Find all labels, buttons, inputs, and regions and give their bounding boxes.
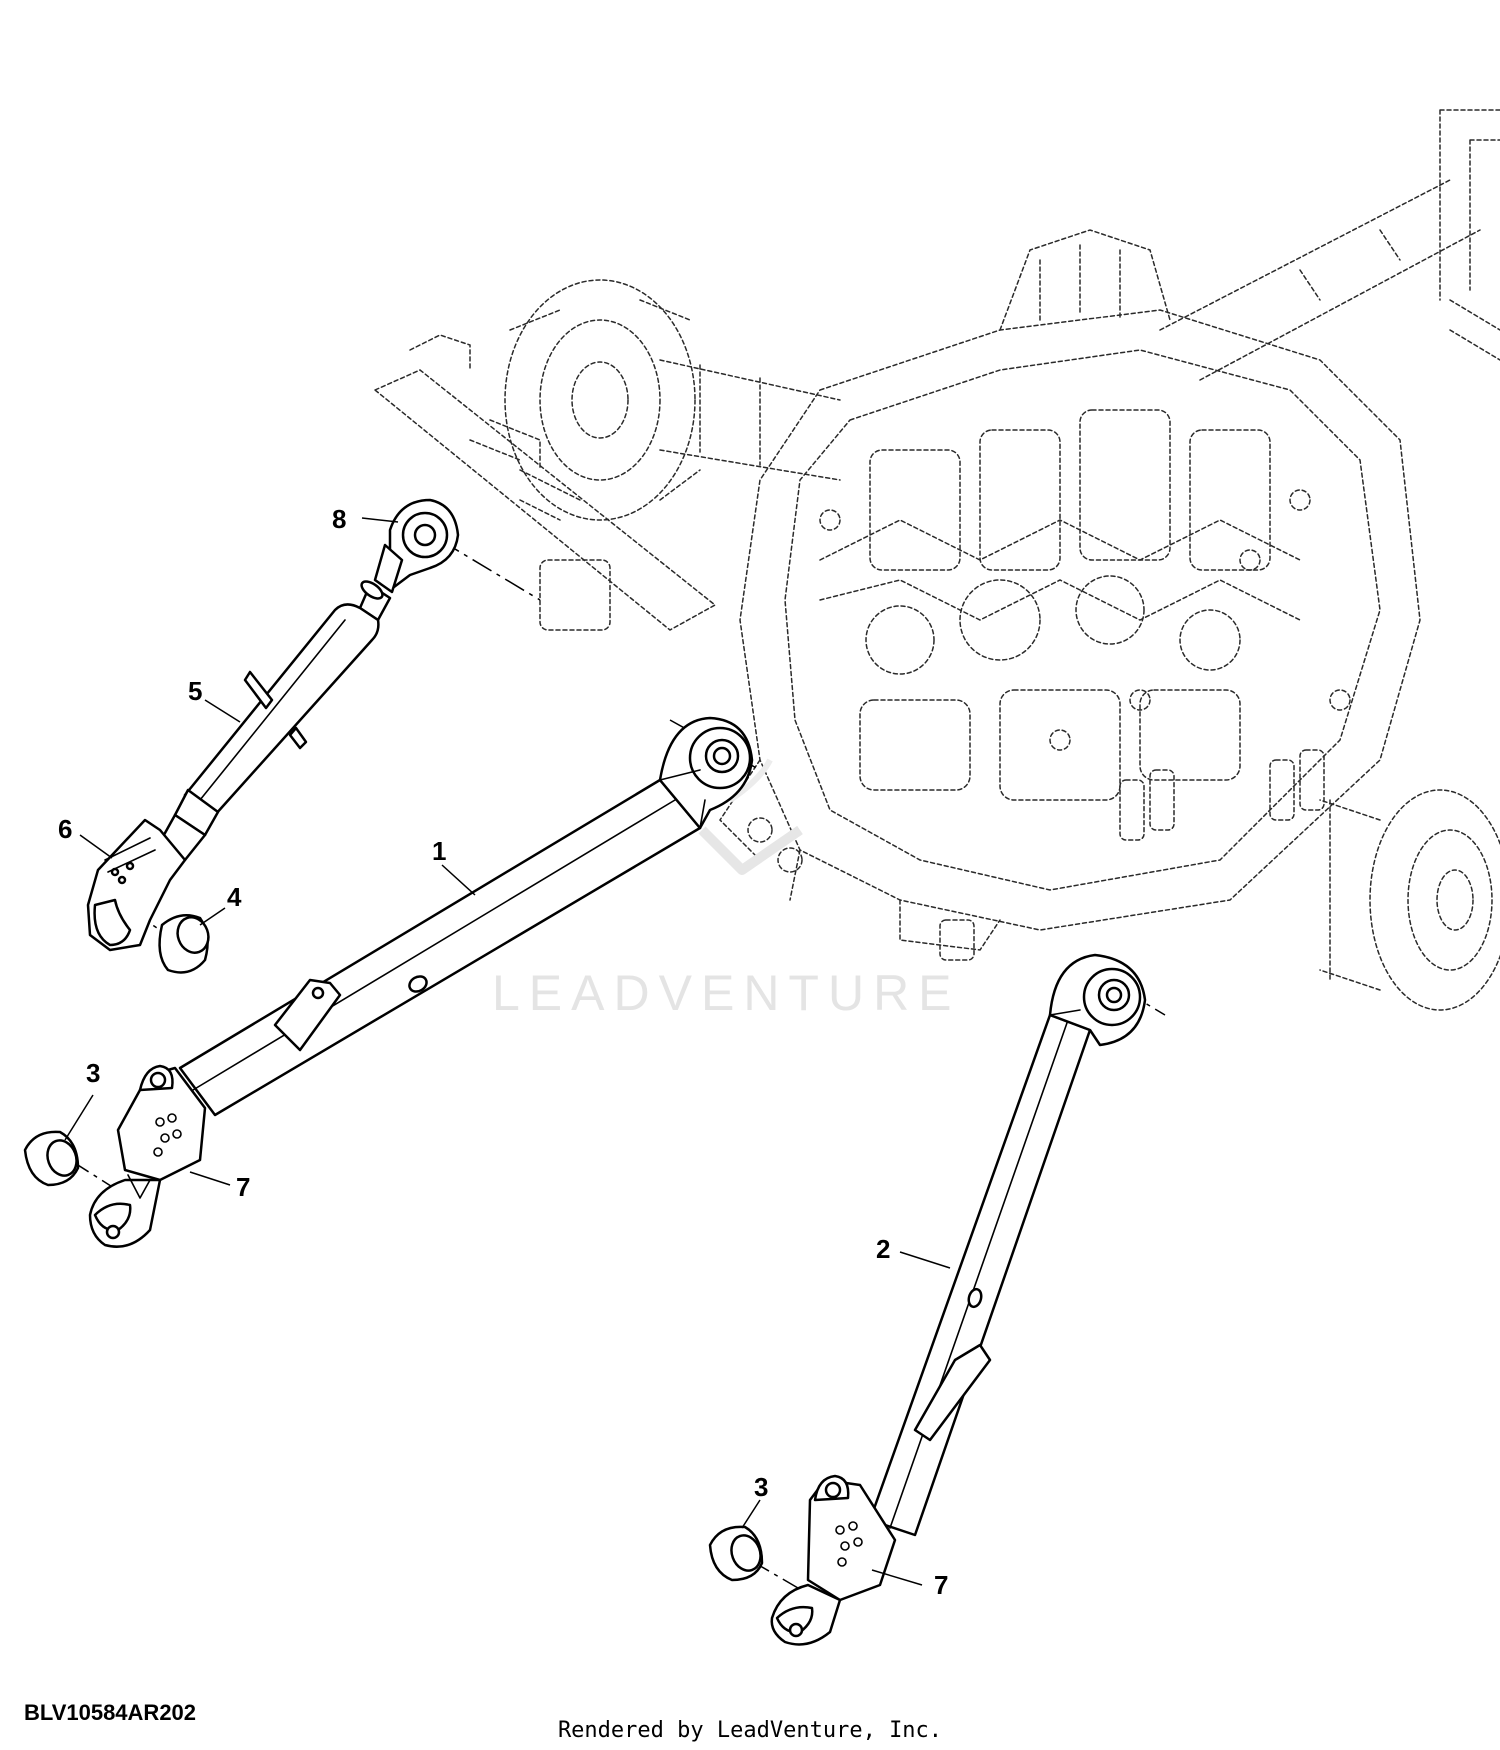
ball-3-right (708, 1525, 764, 1582)
callout-2: 2 (876, 1234, 890, 1264)
top-link (86, 498, 460, 952)
callout-5: 5 (188, 676, 202, 706)
watermark-text: LEADVENTURE (492, 965, 961, 1021)
figure-id: BLV10584AR202 (24, 1700, 197, 1725)
lower-link-left (88, 716, 754, 1248)
callout-7-left: 7 (236, 1172, 250, 1202)
callout-3-right: 3 (754, 1472, 768, 1502)
callout-7-right: 7 (934, 1570, 948, 1600)
callouts: 8 5 6 4 1 3 7 2 3 7 (58, 504, 948, 1600)
transmission-housing-phantom (373, 109, 1500, 1011)
callout-1: 1 (432, 836, 446, 866)
callout-3-left: 3 (86, 1058, 100, 1088)
callout-4: 4 (227, 882, 242, 912)
callout-6: 6 (58, 814, 72, 844)
leadventure-logo-icon (698, 758, 803, 875)
callout-8: 8 (332, 504, 346, 534)
lower-link-right (770, 953, 1147, 1646)
leader-lines (64, 517, 951, 1586)
ball-4 (158, 913, 210, 974)
render-credit: Rendered by LeadVenture, Inc. (557, 1718, 943, 1743)
ball-3-left (23, 1130, 80, 1187)
